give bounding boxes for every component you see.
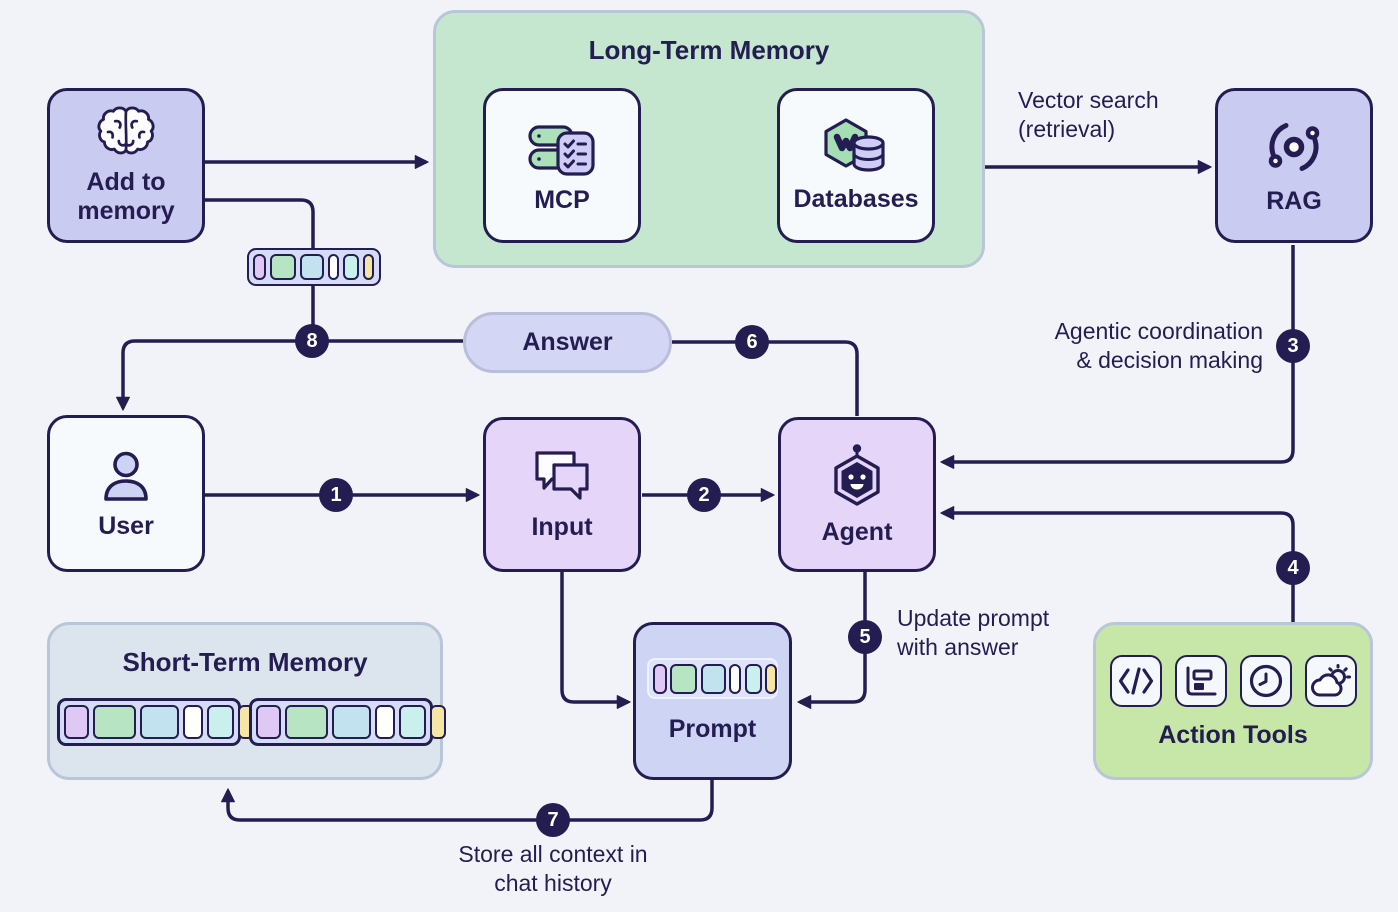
clock-icon [1249, 664, 1282, 698]
add-to-memory-node: Add to memory [47, 88, 205, 243]
mcp-node: MCP [483, 88, 641, 243]
token-cell-yellow [765, 663, 777, 694]
step-badge-6: 6 [735, 325, 769, 359]
token-cell-yellow [430, 705, 446, 739]
action-tools-group: Action Tools [1093, 622, 1373, 780]
token-cell-purple [652, 663, 667, 694]
bar-chart-icon [1186, 666, 1216, 696]
hexagon-database-icon [824, 117, 885, 172]
user-node: User [47, 415, 205, 572]
token-cell-purple [64, 705, 89, 739]
answer-label: Answer [522, 328, 613, 356]
prompt-node: Prompt [633, 622, 792, 780]
step-badge-1: 1 [319, 478, 353, 512]
agentic-coordination-label: Agentic coordination & decision making [1054, 318, 1263, 373]
input-node: Input [483, 417, 641, 572]
token-cell-teal [343, 254, 359, 280]
step-badge-3: 3 [1276, 329, 1310, 363]
databases-node: Databases [777, 88, 935, 243]
chat-history-token-strip [249, 698, 446, 746]
action-tools-label: Action Tools [1158, 721, 1308, 749]
user-label: User [98, 511, 154, 540]
tool-tile [1239, 655, 1292, 707]
token-cell-purple [256, 705, 281, 739]
rag-label: RAG [1266, 186, 1322, 215]
store-context-label: Store all context in chat history [458, 841, 648, 896]
token-cell-purple [253, 254, 266, 280]
step-badge-4: 4 [1276, 551, 1310, 585]
input-label: Input [531, 512, 593, 541]
update-prompt-label: Update prompt with answer [897, 605, 1050, 660]
token-cell-teal [399, 705, 426, 739]
orbit-icon [1268, 122, 1320, 171]
token-cell-green [270, 254, 296, 280]
add-to-memory-label: Add to [86, 168, 166, 196]
token-cell-yellow [363, 254, 374, 280]
short-term-memory-group: Short-Term Memory [47, 622, 446, 780]
chat-history-token-strip [57, 698, 254, 746]
rag-node: RAG [1215, 88, 1373, 243]
weather-icon [1310, 664, 1351, 697]
chat-bubbles-icon [535, 450, 589, 500]
long-term-memory-title: Long-Term Memory [588, 35, 830, 65]
answer-node: Answer [463, 312, 672, 373]
step-badge-7: 7 [536, 803, 570, 837]
token-cell-white [328, 254, 339, 280]
person-icon [104, 451, 148, 501]
mcp-label: MCP [534, 185, 590, 214]
step-badge-5: 5 [848, 620, 882, 654]
robot-icon [834, 443, 880, 506]
token-cell-green [285, 705, 328, 739]
code-icon [1118, 667, 1153, 695]
token-cell-green [670, 663, 697, 694]
memory-token-strip [247, 248, 381, 286]
prompt-label: Prompt [668, 715, 757, 743]
token-cell-green [93, 705, 136, 739]
token-cell-white [375, 705, 395, 739]
vector-search-label: Vector search (retrieval) [1018, 87, 1159, 142]
agent-node: Agent [778, 417, 936, 572]
token-cell-teal [744, 663, 762, 694]
token-cell-white [183, 705, 203, 739]
token-cell-blue [332, 705, 371, 739]
step-badge-2: 2 [687, 478, 721, 512]
tool-tile [1174, 655, 1227, 707]
token-cell-blue [140, 705, 179, 739]
tool-tile [1109, 655, 1162, 707]
databases-label: Databases [793, 184, 919, 213]
prompt-token-strip [647, 658, 778, 699]
short-term-memory-title: Short-Term Memory [122, 647, 368, 677]
server-checklist-icon [528, 124, 595, 176]
agent-label: Agent [821, 517, 893, 546]
token-cell-blue [700, 663, 726, 694]
step-badge-8: 8 [295, 324, 329, 358]
token-cell-blue [300, 254, 324, 280]
token-cell-white [729, 663, 741, 694]
token-cell-teal [207, 705, 234, 739]
tool-tile [1304, 655, 1357, 707]
add-to-memory-label-2: memory [77, 197, 175, 225]
brain-icon [97, 106, 155, 155]
